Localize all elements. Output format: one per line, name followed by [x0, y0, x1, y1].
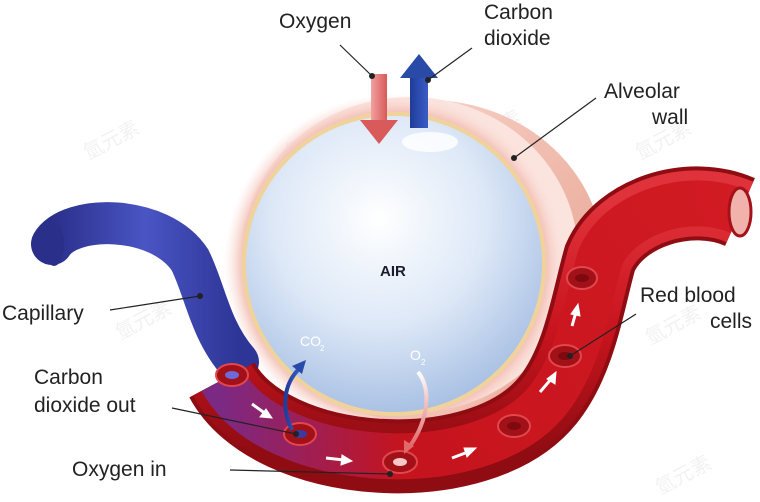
co2-symbol: CO — [300, 333, 321, 349]
label-carbon-dioxide-out-line1: Carbon — [34, 366, 103, 389]
air-label: AIR — [380, 263, 406, 280]
alveolus-opening — [402, 132, 458, 152]
label-carbon-dioxide-line1: Carbon — [484, 1, 553, 24]
co2-arrowhead-icon — [292, 360, 306, 374]
watermark-text: 氫元素 — [651, 450, 715, 499]
label-alveolar-wall-line1: Alveolar — [604, 80, 680, 103]
co2-exchange-arrow — [283, 366, 302, 431]
flow-arrow-icon — [325, 454, 354, 466]
o2-arrowhead-icon — [404, 440, 414, 454]
leader-lines — [109, 44, 637, 477]
watermark-text: 氫元素 — [641, 300, 705, 349]
capillary-lumen — [201, 180, 750, 480]
flow-arrow-icon — [538, 370, 557, 393]
o2-subscript: 2 — [421, 358, 426, 367]
oxygen-inflow-arrow — [360, 74, 398, 144]
label-oxygen-in: Oxygen in — [72, 458, 167, 481]
label-red-blood-cells-line1: Red blood — [640, 284, 736, 307]
label-red-blood-cells-line2: cells — [710, 310, 752, 333]
watermark-text: 氫元素 — [79, 115, 143, 164]
red-blood-cells — [215, 266, 598, 474]
flow-arrow-icon — [451, 447, 478, 460]
red-blood-cell-co2-core — [225, 371, 239, 379]
watermark-text: 氫元素 — [111, 295, 175, 344]
co2-subscript: 2 — [320, 344, 325, 353]
co2-outflow-arrow — [400, 54, 438, 128]
capillary-venous-end — [44, 222, 64, 266]
blood-flow-arrows — [251, 302, 581, 466]
o2-exchange-arrow — [408, 370, 429, 448]
label-carbon-dioxide-out-line2: dioxide out — [34, 394, 136, 417]
red-blood-cell-core — [507, 422, 521, 430]
capillary-arterial-end — [727, 186, 753, 238]
flow-arrow-icon — [570, 302, 581, 327]
alveolus — [224, 94, 564, 434]
red-blood-cell-core — [575, 274, 589, 282]
label-capillary: Capillary — [2, 302, 84, 325]
flow-arrow-icon — [251, 402, 273, 419]
capillary-venous — [31, 202, 259, 383]
label-alveolar-wall-line2: wall — [651, 106, 688, 129]
label-oxygen: Oxygen — [279, 10, 351, 33]
label-carbon-dioxide-line2: dioxide — [484, 27, 551, 50]
red-blood-cell-o2-core — [393, 458, 407, 466]
o2-symbol: O — [410, 347, 421, 363]
